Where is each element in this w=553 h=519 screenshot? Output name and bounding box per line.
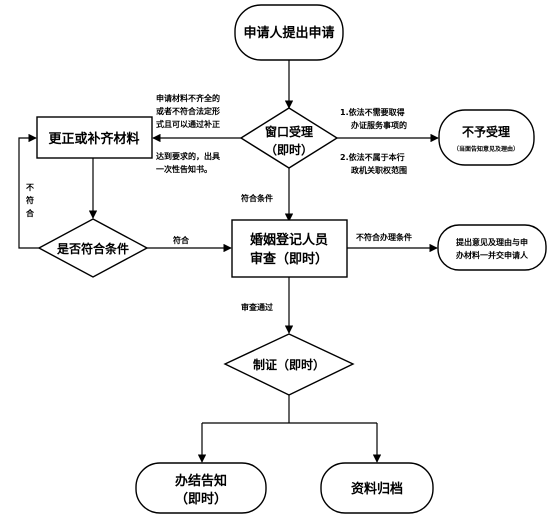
label-reason2-1: 2.依法不属于本行 <box>340 152 405 162</box>
node-window-label-2: （即时） <box>265 142 313 157</box>
label-incomplete-2: 或者不符合法定形 <box>156 106 220 116</box>
label-review-pass: 审查通过 <box>241 302 273 312</box>
node-start: 申请人提出申请 <box>234 4 344 61</box>
label-not-meet-3: 合 <box>25 208 35 218</box>
node-reject-note: （当面告知意见及理由） <box>453 145 519 153</box>
label-not-meet-1: 不 <box>26 183 34 192</box>
node-review-label-2: 审查（即时） <box>250 251 328 267</box>
node-window-label-1: 窗口受理 <box>265 124 313 139</box>
node-done-notify: 办结告知 （即时） <box>135 462 267 514</box>
label-inform-1: 达到要求的，出具 <box>156 151 220 161</box>
node-correct-label: 更正或补齐材料 <box>48 131 139 147</box>
label-inform-2: 一次性告知书。 <box>156 164 212 174</box>
node-review-label-1: 婚姻登记人员 <box>250 232 328 248</box>
label-reason1-2: 办证服务事项的 <box>351 120 407 130</box>
node-done-label-2: （即时） <box>175 491 227 507</box>
node-notify-applicant: 提出意见及理由与申 办材料一并交申请人 <box>437 224 547 271</box>
label-incomplete-3: 式且可以通过补正 <box>156 119 220 129</box>
node-archive: 资料归档 <box>320 462 434 514</box>
node-reject-label: 不予受理 <box>462 124 510 139</box>
node-start-label: 申请人提出申请 <box>243 25 334 41</box>
label-meet: 符合 <box>173 235 190 245</box>
label-reason1-1: 1.依法不需要取得 <box>340 107 405 117</box>
node-reject: 不予受理 （当面告知意见及理由） <box>438 109 535 166</box>
node-done-label-1: 办结告知 <box>175 473 227 489</box>
label-incomplete-1: 申请材料不齐全的 <box>156 93 220 103</box>
node-review: 婚姻登记人员 审查（即时） <box>231 219 348 278</box>
node-check-label: 是否符合条件 <box>56 241 129 256</box>
label-meets-condition: 符合条件 <box>241 193 273 203</box>
connectors <box>18 60 439 463</box>
node-archive-label: 资料归档 <box>351 481 403 497</box>
node-notify-label-2: 办材料一并交申请人 <box>456 250 529 260</box>
node-check-condition: 是否符合条件 <box>37 218 149 278</box>
node-issue-label: 制证（即时） <box>253 357 325 372</box>
node-window-accept: 窗口受理 （即时） <box>239 107 339 169</box>
label-not-meet-2: 符 <box>26 195 34 205</box>
edge-check-back-to-correct <box>18 133 40 249</box>
label-reason2-2: 政机关职权范围 <box>351 165 407 175</box>
edge-labels: 申请材料不齐全的 或者不符合法定形 式且可以通过补正 达到要求的，出具 一次性告… <box>25 93 412 312</box>
node-notify-label-1: 提出意见及理由与申 <box>456 237 528 247</box>
node-issue-certificate: 制证（即时） <box>223 333 355 396</box>
node-correct-materials: 更正或补齐材料 <box>36 116 153 159</box>
label-not-meet-handle: 不符合办理条件 <box>356 232 412 242</box>
